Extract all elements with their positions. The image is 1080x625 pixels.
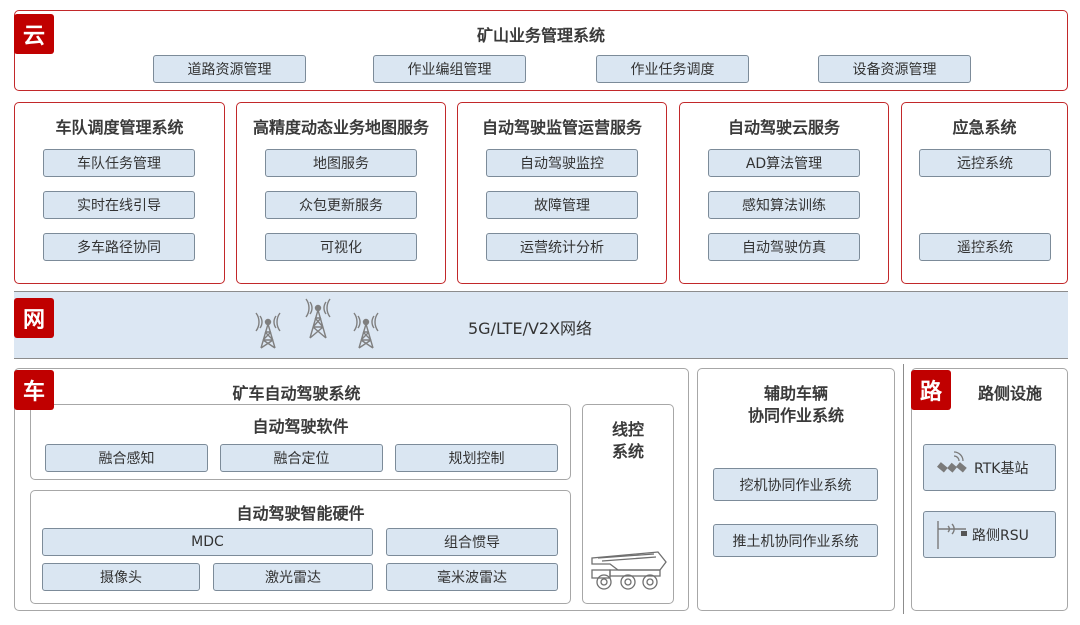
aux-excavator[interactable]: 挖机协同作业系统 (713, 468, 878, 501)
aux-bulldozer[interactable]: 推土机协同作业系统 (713, 524, 878, 557)
hardware-radar[interactable]: 毫米波雷达 (386, 563, 558, 591)
service-monitor-item-0[interactable]: 自动驾驶监控 (486, 149, 638, 177)
service-cloud-ad-item-0[interactable]: AD算法管理 (708, 149, 860, 177)
service-map-item-2[interactable]: 可视化 (265, 233, 417, 261)
hardware-lidar[interactable]: 激光雷达 (213, 563, 373, 591)
road-rtk[interactable]: RTK基站 (923, 444, 1056, 491)
road-badge: 路 (911, 370, 951, 410)
hardware-camera[interactable]: 摄像头 (42, 563, 200, 591)
cloud-badge: 云 (14, 14, 54, 54)
network-band (14, 292, 1068, 358)
cloud-item-dispatch[interactable]: 作业任务调度 (596, 55, 749, 83)
road-rtk-label: RTK基站 (974, 460, 1029, 477)
mining-truck-icon (591, 551, 667, 590)
vehicle-badge: 车 (14, 370, 54, 410)
software-fusion-localization[interactable]: 融合定位 (220, 444, 383, 472)
service-map-item-1[interactable]: 众包更新服务 (265, 191, 417, 219)
road-title: 路侧设施 (977, 384, 1042, 403)
service-map-item-0[interactable]: 地图服务 (265, 149, 417, 177)
service-fleet-item-0[interactable]: 车队任务管理 (43, 149, 195, 177)
road-divider (903, 364, 904, 614)
aux-title-2: 协同作业系统 (747, 406, 844, 425)
service-emergency-item-1[interactable]: 遥控系统 (919, 233, 1051, 261)
network-badge: 网 (14, 298, 54, 338)
vehicle-title: 矿车自动驾驶系统 (232, 384, 361, 403)
rsu-pole-icon (937, 520, 967, 549)
satellite-icon (937, 450, 967, 473)
cell-tower-icon (255, 298, 379, 349)
cloud-title: 矿山业务管理系统 (476, 26, 605, 45)
wire-control-panel (582, 404, 674, 604)
wire-control-title-1: 线控 (611, 420, 644, 439)
cloud-item-grouping[interactable]: 作业编组管理 (373, 55, 526, 83)
service-emergency-item-0[interactable]: 远控系统 (919, 149, 1051, 177)
road-rsu-label: 路侧RSU (972, 527, 1029, 544)
service-emergency-title: 应急系统 (952, 118, 1017, 137)
road-rsu[interactable]: 路侧RSU (923, 511, 1056, 558)
service-monitor-title: 自动驾驶监管运营服务 (481, 118, 642, 137)
cloud-item-road-resource[interactable]: 道路资源管理 (153, 55, 306, 83)
service-cloud-ad-item-2[interactable]: 自动驾驶仿真 (708, 233, 860, 261)
cloud-item-equipment[interactable]: 设备资源管理 (818, 55, 971, 83)
wire-control-title-2: 系统 (611, 442, 644, 461)
hardware-mdc[interactable]: MDC (42, 528, 373, 556)
ad-hardware-title: 自动驾驶智能硬件 (236, 504, 365, 523)
software-fusion-perception[interactable]: 融合感知 (45, 444, 208, 472)
service-cloud-ad-item-1[interactable]: 感知算法训练 (708, 191, 860, 219)
service-map-title: 高精度动态业务地图服务 (252, 118, 429, 137)
network-label: 5G/LTE/V2X网络 (468, 319, 593, 338)
aux-title-1: 辅助车辆 (763, 384, 828, 403)
service-fleet-title: 车队调度管理系统 (55, 118, 184, 137)
ad-software-title: 自动驾驶软件 (252, 417, 349, 436)
network-bottom-rule (14, 358, 1068, 359)
software-planning-control[interactable]: 规划控制 (395, 444, 558, 472)
service-monitor-item-1[interactable]: 故障管理 (486, 191, 638, 219)
service-fleet-item-1[interactable]: 实时在线引导 (43, 191, 195, 219)
service-cloud-ad-title: 自动驾驶云服务 (727, 118, 840, 137)
hardware-ins[interactable]: 组合惯导 (386, 528, 558, 556)
network-top-rule (14, 291, 1068, 292)
service-fleet-item-2[interactable]: 多车路径协同 (43, 233, 195, 261)
service-monitor-item-2[interactable]: 运营统计分析 (486, 233, 638, 261)
